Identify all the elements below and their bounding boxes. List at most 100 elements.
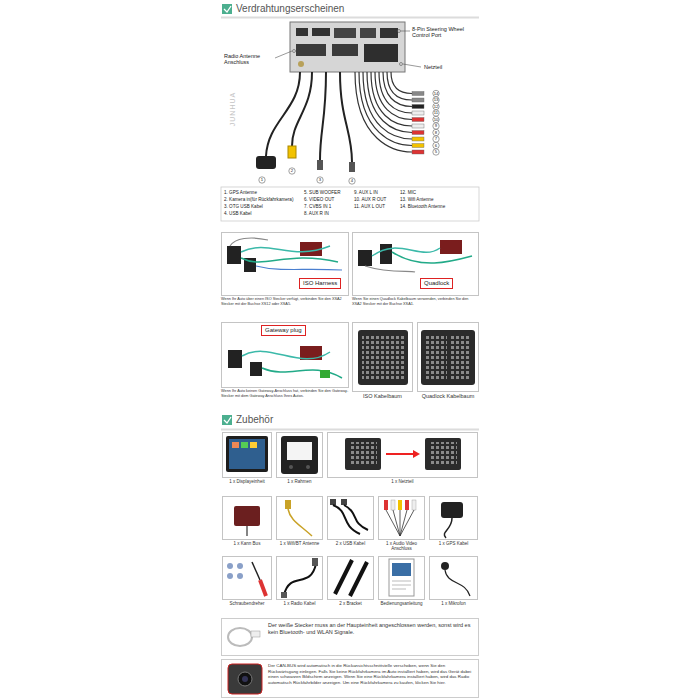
tag-text: ISO Harness <box>303 280 337 287</box>
note-text: Der weiße Stecker muss an der Haupteinhe… <box>268 619 478 639</box>
callout-number: 12 <box>434 104 439 108</box>
harness-tag: ISO Harness <box>299 278 341 289</box>
panel-caption: ISO Kabelbaum <box>352 393 413 400</box>
table-cell: 5. SUB WOOFER <box>304 190 352 195</box>
image-panel: ISO Kabelbaum <box>352 322 413 400</box>
panel-caption: 1 x Displayeinheit <box>222 479 272 484</box>
callout-number: 4 <box>351 179 353 183</box>
header-icon <box>222 4 232 14</box>
image-frame <box>429 556 478 600</box>
image-panel: 1 x Audio Video Anschluss <box>378 496 425 552</box>
callout-number: 1 <box>261 178 263 182</box>
cables <box>266 72 352 162</box>
callout-number: 10 <box>434 117 439 121</box>
callout-number: 8 <box>435 130 437 134</box>
image-panel: 2 x Bracket <box>327 556 374 606</box>
note-box: Der CAN-BUS wird automatisch in die Rück… <box>221 659 479 698</box>
image-panel: 1 x Wifi/BT Antenne <box>276 496 323 546</box>
table-cell: 11. AUX L OUT <box>354 204 398 209</box>
watermark: JUNHUA <box>229 92 237 126</box>
panel-caption: 1 x Mikrofon <box>429 601 478 606</box>
panel-caption: 1 x Netzteil <box>327 479 478 484</box>
rca-cables <box>355 72 412 152</box>
image-panel: Wenn Ihr Auto keinen Gateway-Anschluss h… <box>221 322 349 398</box>
harness-tag: Quadlock <box>420 278 453 289</box>
panel-caption: 1 x GPS Kabel <box>429 541 478 546</box>
image-frame <box>276 432 323 478</box>
part-label: 8-Pin Steering Wheel Control Port <box>412 26 476 39</box>
table-frame <box>221 187 479 221</box>
image-frame <box>327 432 478 478</box>
image-panel: Wenn Ihr Auto über einen ISO Stecker ver… <box>221 232 349 306</box>
panel-caption: 1 x Audio Video Anschluss <box>378 541 425 552</box>
image-frame <box>429 496 478 540</box>
table-cell: 1. GPS Antenne <box>224 190 302 195</box>
header-icon <box>222 415 232 425</box>
radio-back <box>290 22 405 72</box>
image-frame <box>352 322 413 392</box>
tag-text: Gateway plug <box>265 327 302 334</box>
panel-caption: 1 x Kann Bus <box>222 541 272 546</box>
image-panel: 1 x Kann Bus <box>222 496 272 546</box>
gps-puck <box>256 156 276 169</box>
harness-illustration <box>227 238 475 385</box>
callout-circles <box>259 90 439 184</box>
image-panel: 1 x GPS Kabel <box>429 496 478 546</box>
image-panel: Bedienungsanleitung <box>378 556 425 606</box>
image-panel: Wenn Sie einen Quadlock Kabelbaum verwen… <box>352 232 479 306</box>
image-panel: 1 x Netzteil <box>327 432 478 484</box>
image-frame <box>352 232 479 296</box>
image-frame <box>276 496 323 540</box>
rca-plugs <box>412 92 424 155</box>
table-cell: 8. AUX R IN <box>304 211 352 216</box>
tag-text: Quadlock <box>424 280 449 287</box>
panel-caption: Wenn Ihr Auto keinen Gateway-Anschluss h… <box>221 389 349 398</box>
section-heading: Zubehör <box>236 414 273 426</box>
table-cell: 3. OTG USB Kabel <box>224 204 302 209</box>
image-frame <box>222 432 272 478</box>
image-frame <box>378 556 425 600</box>
callout-number: 5 <box>435 150 437 154</box>
callout-number: 2 <box>291 169 293 173</box>
table-cell: 10. AUX R OUT <box>354 197 398 202</box>
image-panel: Schraubendreher <box>222 556 272 606</box>
callout-number: 14 <box>434 91 439 95</box>
section-heading: Verdrahtungserscheinen <box>236 3 344 15</box>
part-label: Radio Antenne Anschluss <box>224 53 274 66</box>
image-panel: Quadlock Kabelbaum <box>417 322 479 400</box>
image-frame <box>222 496 272 540</box>
callout-number: 6 <box>435 143 437 147</box>
panel-caption: Quadlock Kabelbaum <box>417 393 479 400</box>
image-panel: 1 x Rahmen <box>276 432 323 484</box>
callout-number: 11 <box>434 111 438 115</box>
note-text: Der CAN-BUS wird automatisch in die Rück… <box>268 660 478 688</box>
table-cell: 13. Wifi Antenne <box>400 197 478 202</box>
panel-caption: 2 x Bracket <box>327 601 374 606</box>
image-frame <box>222 556 272 600</box>
image-frame <box>378 496 425 540</box>
panel-caption: 1 x Wifi/BT Antenne <box>276 541 323 546</box>
table-cell: 12. MIC <box>400 190 478 195</box>
panel-caption: 1 x Rahmen <box>276 479 323 484</box>
table-cell: 6. VIDEO OUT <box>304 197 352 202</box>
table-cell: 2. Kamera in(für Rückfahrkamera) <box>224 197 302 202</box>
panel-caption: 1 x Radio Kabel <box>276 601 323 606</box>
header-rule <box>221 429 479 431</box>
image-panel: 1 x Mikrofon <box>429 556 478 606</box>
image-panel: 1 x Displayeinheit <box>222 432 272 484</box>
panel-caption: Wenn Ihr Auto über einen ISO Stecker ver… <box>221 297 349 306</box>
table-cell: 14. Bluetooth Antenne <box>400 204 478 209</box>
panel-caption: Schraubendreher <box>222 601 272 606</box>
panel-caption: Bedienungsanleitung <box>378 601 425 606</box>
image-panel: 1 x Radio Kabel <box>276 556 323 606</box>
callout-number: 9 <box>435 124 437 128</box>
table-cell: 9. AUX L IN <box>354 190 398 195</box>
part-label: Netzteil <box>424 64 442 70</box>
image-frame <box>327 496 374 540</box>
note-box: Der weiße Stecker muss an der Haupteinhe… <box>221 618 479 656</box>
header-rule <box>221 17 479 19</box>
callout-number: 13 <box>434 98 439 102</box>
callout-number: 3 <box>319 178 321 182</box>
image-panel: 2 x USB Kabel <box>327 496 374 546</box>
